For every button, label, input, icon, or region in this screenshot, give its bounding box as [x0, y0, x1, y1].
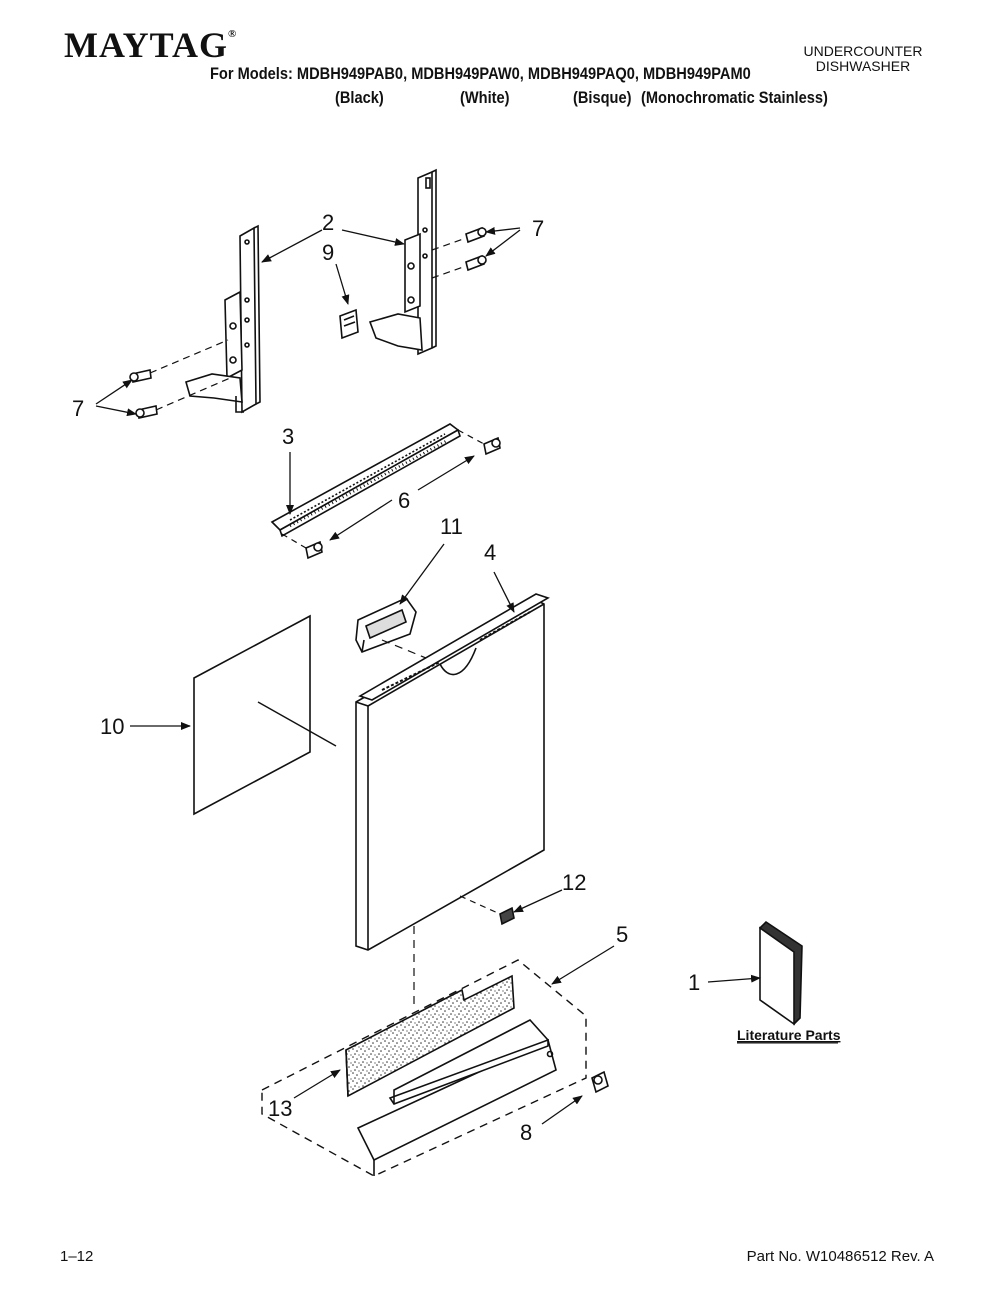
callout-4: 4 [484, 540, 496, 565]
callout-10: 10 [100, 714, 124, 739]
insulation-pad [345, 974, 515, 1098]
brand-logo: MAYTAG® [64, 25, 238, 65]
callout-11: 11 [440, 514, 463, 539]
decorative-insert-panel [193, 614, 311, 816]
callout-8: 8 [520, 1120, 532, 1145]
left-hinge-bracket [185, 224, 261, 414]
part-number: Part No. W10486512 Rev. A [746, 1248, 934, 1265]
hinge-screw-right-lower [465, 254, 487, 272]
channel-screw-left [305, 540, 323, 560]
hinge-screw-guides [149, 237, 467, 411]
hinge-clip [339, 308, 359, 340]
literature-parts-label: Literature Parts [737, 1027, 841, 1043]
models-line: For Models: MDBH949PAB0, MDBH949PAW0, MD… [210, 64, 751, 83]
hinge-screw-left-upper [129, 369, 152, 383]
callout-6: 6 [398, 488, 410, 513]
door-handle [355, 596, 417, 654]
lower-access-panel [356, 1019, 557, 1176]
door-label [499, 906, 515, 926]
callout-13: 13 [268, 1096, 292, 1121]
callout-7-left: 7 [72, 396, 84, 421]
channel-screw-guides [281, 429, 485, 549]
panel-screw [591, 1070, 609, 1094]
hinge-screw-right-upper [465, 226, 487, 244]
channel-screw-right [483, 436, 501, 456]
hinge-screw-left-lower [135, 405, 158, 419]
door-top-channel [270, 423, 461, 538]
callout-9: 9 [322, 240, 334, 265]
callout-1: 1 [688, 970, 700, 995]
callout-numbers: 2 9 7 7 3 6 11 4 10 12 5 1 13 8 [72, 210, 700, 1145]
variant-white: (White) [460, 88, 510, 107]
product-line-2: DISHWASHER [815, 58, 911, 74]
callout-leaders [95, 226, 761, 1125]
callout-3: 3 [282, 424, 294, 449]
variant-bisque: (Bisque) [573, 88, 632, 107]
callout-12: 12 [562, 870, 586, 895]
right-hinge-bracket [368, 168, 437, 356]
literature-book [759, 920, 803, 1026]
callout-7-right: 7 [532, 216, 544, 241]
product-type: UNDERCOUNTER DISHWASHER [793, 44, 933, 74]
outer-door-panel [355, 593, 550, 951]
variant-monochromatic-stainless: (Monochromatic Stainless) [641, 88, 828, 107]
variant-black: (Black) [335, 88, 384, 107]
callout-2: 2 [322, 210, 334, 235]
page-number: 1–12 [60, 1248, 94, 1265]
product-line-1: UNDERCOUNTER [803, 43, 923, 59]
access-panel-kit-outline [261, 959, 587, 1177]
callout-5: 5 [616, 922, 628, 947]
